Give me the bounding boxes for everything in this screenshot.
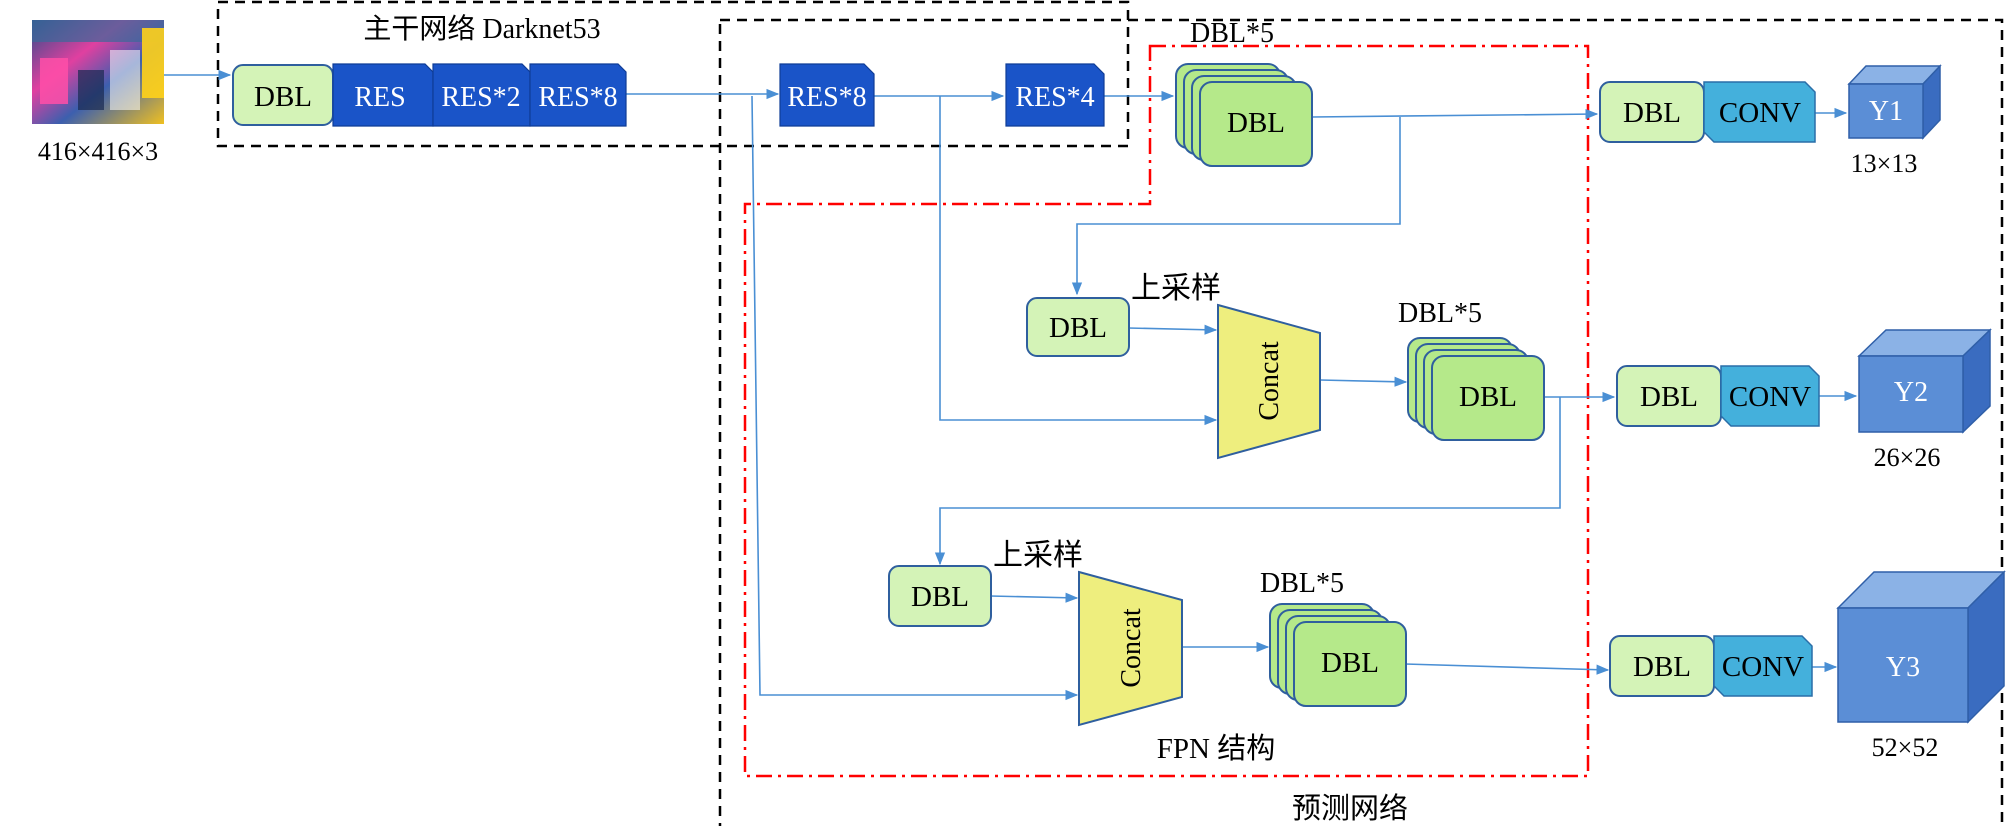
- input-size-label: 416×416×3: [38, 137, 158, 166]
- output-y1-cube: Y1: [1847, 64, 1942, 140]
- mid-res8-block: RES*8: [779, 63, 875, 127]
- output-y1-label: Y1: [1869, 96, 1903, 127]
- backbone-res2-block: RES*2: [432, 63, 531, 127]
- output-y3-size: 52×52: [1872, 733, 1939, 762]
- upsample-label-3: 上采样: [993, 539, 1083, 572]
- output-y3-label: Y3: [1886, 652, 1920, 683]
- dbl5-inner-2: DBL: [1459, 381, 1517, 413]
- output-y2-label: Y2: [1894, 377, 1928, 408]
- backbone-res8-label: RES*8: [538, 82, 617, 113]
- head2-conv: CONV: [1720, 365, 1820, 427]
- output-y3-cube: Y3: [1836, 570, 2006, 724]
- head3-dbl: DBL: [1609, 635, 1715, 697]
- prediction-net-region: [718, 18, 2004, 826]
- upsample-dbl-3: DBL: [888, 565, 992, 627]
- head1-dbl: DBL: [1599, 81, 1705, 143]
- connectors: [164, 69, 1858, 701]
- head1-dbl-label: DBL: [1623, 97, 1681, 129]
- dbl5-inner-1: DBL: [1227, 107, 1285, 139]
- concat-3: Concat: [1078, 570, 1183, 727]
- backbone-title: 主干网络 Darknet53: [363, 13, 600, 45]
- dbl5-label-3: DBL*5: [1260, 568, 1344, 599]
- upsample-dbl-2: DBL: [1026, 297, 1130, 357]
- head3-conv: CONV: [1713, 635, 1813, 697]
- dbl5-label-1: DBL*5: [1190, 18, 1274, 49]
- mid-res8-label: RES*8: [787, 82, 866, 113]
- dbl5-label-2: DBL*5: [1398, 298, 1482, 329]
- mid-res4-label: RES*4: [1015, 82, 1094, 113]
- backbone-res8-block: RES*8: [529, 63, 627, 127]
- head1-conv: CONV: [1703, 81, 1816, 143]
- prediction-net-title: 预测网络: [1292, 792, 1408, 825]
- backbone-dbl-block: DBL: [232, 64, 334, 126]
- fpn-title: FPN 结构: [1157, 732, 1275, 765]
- head1-conv-label: CONV: [1719, 97, 1801, 129]
- fpn-region: [743, 44, 1590, 778]
- dbl5-stack-1: DBL: [1175, 63, 1313, 167]
- upsample-dbl-2-label: DBL: [1049, 312, 1107, 344]
- dbl5-stack-2: DBL: [1407, 337, 1545, 441]
- upsample-label-2: 上采样: [1131, 272, 1221, 305]
- backbone-res2-label: RES*2: [441, 82, 520, 113]
- input-image: [32, 20, 164, 124]
- head3-dbl-label: DBL: [1633, 651, 1691, 683]
- output-y2-cube: Y2: [1857, 328, 1992, 434]
- upsample-dbl-3-label: DBL: [911, 581, 969, 613]
- backbone-dbl-label: DBL: [254, 81, 312, 113]
- head2-dbl: DBL: [1616, 365, 1722, 427]
- concat-2: Concat: [1217, 303, 1321, 460]
- backbone-res-block: RES: [332, 63, 434, 127]
- mid-res4-block: RES*4: [1005, 63, 1105, 127]
- head3-conv-label: CONV: [1722, 651, 1804, 683]
- dbl5-stack-3: DBL: [1269, 603, 1407, 707]
- dbl5-inner-3: DBL: [1321, 647, 1379, 679]
- backbone-res-label: RES: [354, 82, 405, 113]
- output-y2-size: 26×26: [1874, 443, 1941, 472]
- concat-3-label: Concat: [1116, 608, 1147, 688]
- head2-dbl-label: DBL: [1640, 381, 1698, 413]
- concat-2-label: Concat: [1254, 341, 1285, 421]
- head2-conv-label: CONV: [1729, 381, 1811, 413]
- output-y1-size: 13×13: [1851, 149, 1918, 178]
